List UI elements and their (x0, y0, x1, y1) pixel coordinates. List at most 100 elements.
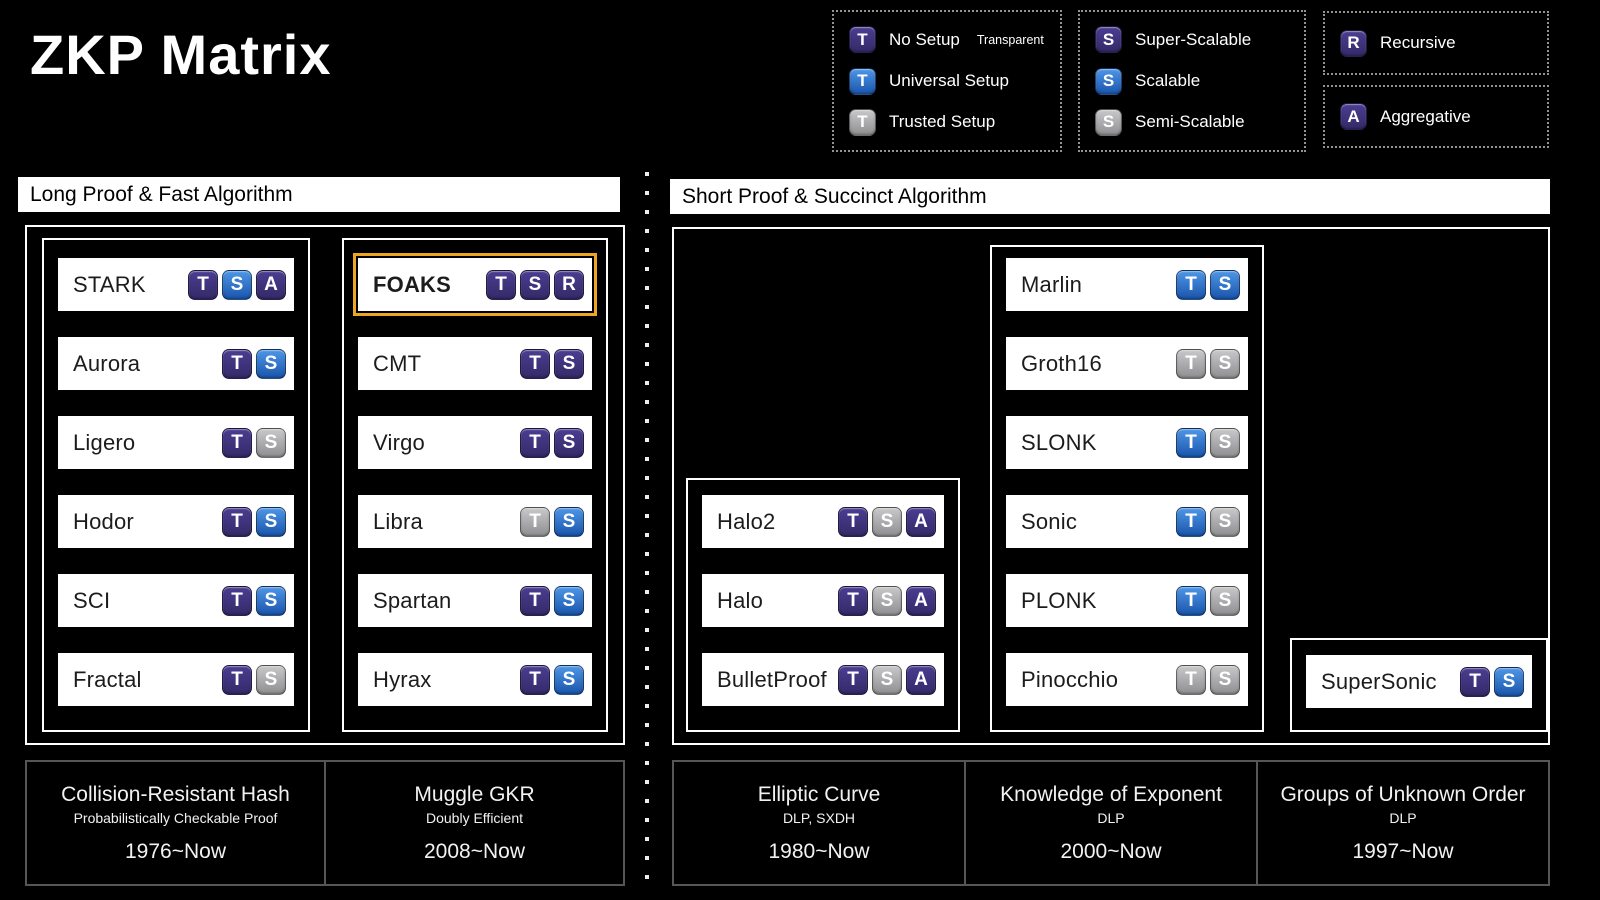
badge-group: T S R (486, 269, 584, 300)
protocol-name: STARK (73, 271, 146, 297)
protocol-card: Fractal T S (58, 653, 294, 706)
badge-group: T S (1176, 664, 1240, 695)
scalability-badge: S (872, 506, 902, 537)
category-cell: Elliptic Curve DLP, SXDH 1980~Now (672, 760, 966, 886)
aggregative-badge: A (256, 269, 286, 300)
category-subtitle: DLP (1097, 809, 1125, 826)
setup-badge: T (520, 664, 550, 695)
setup-badge: T (849, 26, 876, 54)
setup-badge: T (838, 585, 868, 616)
group-unknown-order (1290, 638, 1548, 732)
setup-badge: T (1176, 269, 1206, 300)
setup-badge: T (1176, 664, 1206, 695)
legend-label: Aggregative (1380, 106, 1471, 126)
badge-group: T S (1176, 269, 1240, 300)
protocol-name: Sonic (1021, 508, 1078, 534)
protocol-card: PLONK T S (1006, 574, 1248, 627)
protocol-name: Hyrax (373, 666, 432, 692)
setup-badge: T (222, 506, 252, 537)
badge-group: T S (1176, 585, 1240, 616)
scalability-badge: S (554, 506, 584, 537)
legend-aggregative: A Aggregative (1323, 85, 1549, 148)
legend-item: S Semi-Scalable (1095, 108, 1304, 136)
setup-badge: T (520, 506, 550, 537)
setup-badge: T (1176, 427, 1206, 458)
category-subtitle: Doubly Efficient (425, 809, 523, 826)
recursive-badge: R (1340, 29, 1367, 57)
protocol-name: Fractal (73, 666, 142, 692)
scalability-badge: S (1210, 269, 1240, 300)
scalability-badge: S (1210, 348, 1240, 379)
protocol-name: PLONK (1021, 587, 1097, 613)
protocol-name: Libra (373, 508, 423, 534)
protocol-name: Ligero (73, 429, 136, 455)
protocol-card-highlighted: FOAKS T S R (353, 253, 597, 316)
scalability-badge: S (1210, 427, 1240, 458)
category-years: 1980~Now (768, 839, 870, 863)
protocol-name: Groth16 (1021, 350, 1102, 376)
setup-badge: T (838, 664, 868, 695)
scalability-badge: S (1494, 666, 1524, 697)
protocol-name: SCI (73, 587, 111, 613)
badge-group: T S (520, 427, 584, 458)
category-title: Muggle GKR (414, 782, 535, 806)
category-cell: Collision-Resistant Hash Probabilistical… (25, 760, 326, 886)
badge-group: T S A (188, 269, 286, 300)
legend-item: T Universal Setup (849, 67, 1060, 95)
protocol-card: Libra T S (358, 495, 592, 548)
legend-item: S Scalable (1095, 67, 1304, 95)
legend-item: R Recursive (1340, 29, 1547, 57)
protocol-card: CMT T S (358, 337, 592, 390)
category-subtitle: DLP (1389, 809, 1417, 826)
category-title: Knowledge of Exponent (1000, 782, 1222, 806)
group-knowledge-of-exponent (990, 245, 1264, 732)
setup-badge: T (486, 269, 516, 300)
badge-group: T S (520, 664, 584, 695)
protocol-card: SCI T S (58, 574, 294, 627)
category-cell: Groups of Unknown Order DLP 1997~Now (1256, 760, 1550, 886)
scalability-badge: S (256, 585, 286, 616)
setup-badge: T (188, 269, 218, 300)
setup-badge: T (1176, 585, 1206, 616)
category-years: 2000~Now (1060, 839, 1162, 863)
category-title: Elliptic Curve (757, 782, 881, 806)
protocol-card: Spartan T S (358, 574, 592, 627)
setup-badge: T (520, 348, 550, 379)
footer-cells-right: Elliptic Curve DLP, SXDH 1980~Now Knowle… (672, 760, 1550, 886)
aggregative-badge: A (1340, 103, 1367, 130)
scalability-badge: S (1095, 26, 1122, 54)
aggregative-badge: A (906, 585, 936, 616)
setup-badge: T (1176, 506, 1206, 537)
legend-label: Super-Scalable (1135, 29, 1252, 49)
group-muggle-gkr (342, 238, 608, 732)
scalability-badge: S (256, 427, 286, 458)
scalability-badge: S (554, 585, 584, 616)
badge-group: T S (222, 664, 286, 695)
scalability-badge: S (872, 585, 902, 616)
legend-label: Trusted Setup (889, 112, 996, 132)
protocol-name: Spartan (373, 587, 452, 613)
group-elliptic-curve (686, 478, 960, 732)
badge-group: T S (520, 506, 584, 537)
protocol-card: Marlin T S (1006, 258, 1248, 311)
protocol-name: SLONK (1021, 429, 1097, 455)
category-title: Groups of Unknown Order (1280, 782, 1526, 806)
protocol-card: Groth16 T S (1006, 337, 1248, 390)
scalability-badge: S (1210, 506, 1240, 537)
footer-cells-left: Collision-Resistant Hash Probabilistical… (25, 760, 625, 886)
scalability-badge: S (1095, 108, 1122, 136)
legend-label: Semi-Scalable (1135, 112, 1245, 132)
short-proof-section-box (672, 227, 1550, 745)
section-header-short-proof: Short Proof & Succinct Algorithm (670, 179, 1550, 214)
setup-badge: T (849, 67, 876, 95)
protocol-name: Virgo (373, 429, 425, 455)
legend-item: A Aggregative (1340, 103, 1547, 130)
scalability-badge: S (554, 348, 584, 379)
scalability-badge: S (872, 664, 902, 695)
legend-label: Scalable (1135, 71, 1201, 90)
scalability-badge: S (554, 427, 584, 458)
protocol-card: Virgo T S (358, 416, 592, 469)
badge-group: T S (1460, 666, 1524, 697)
protocol-name: Halo2 (717, 508, 776, 534)
